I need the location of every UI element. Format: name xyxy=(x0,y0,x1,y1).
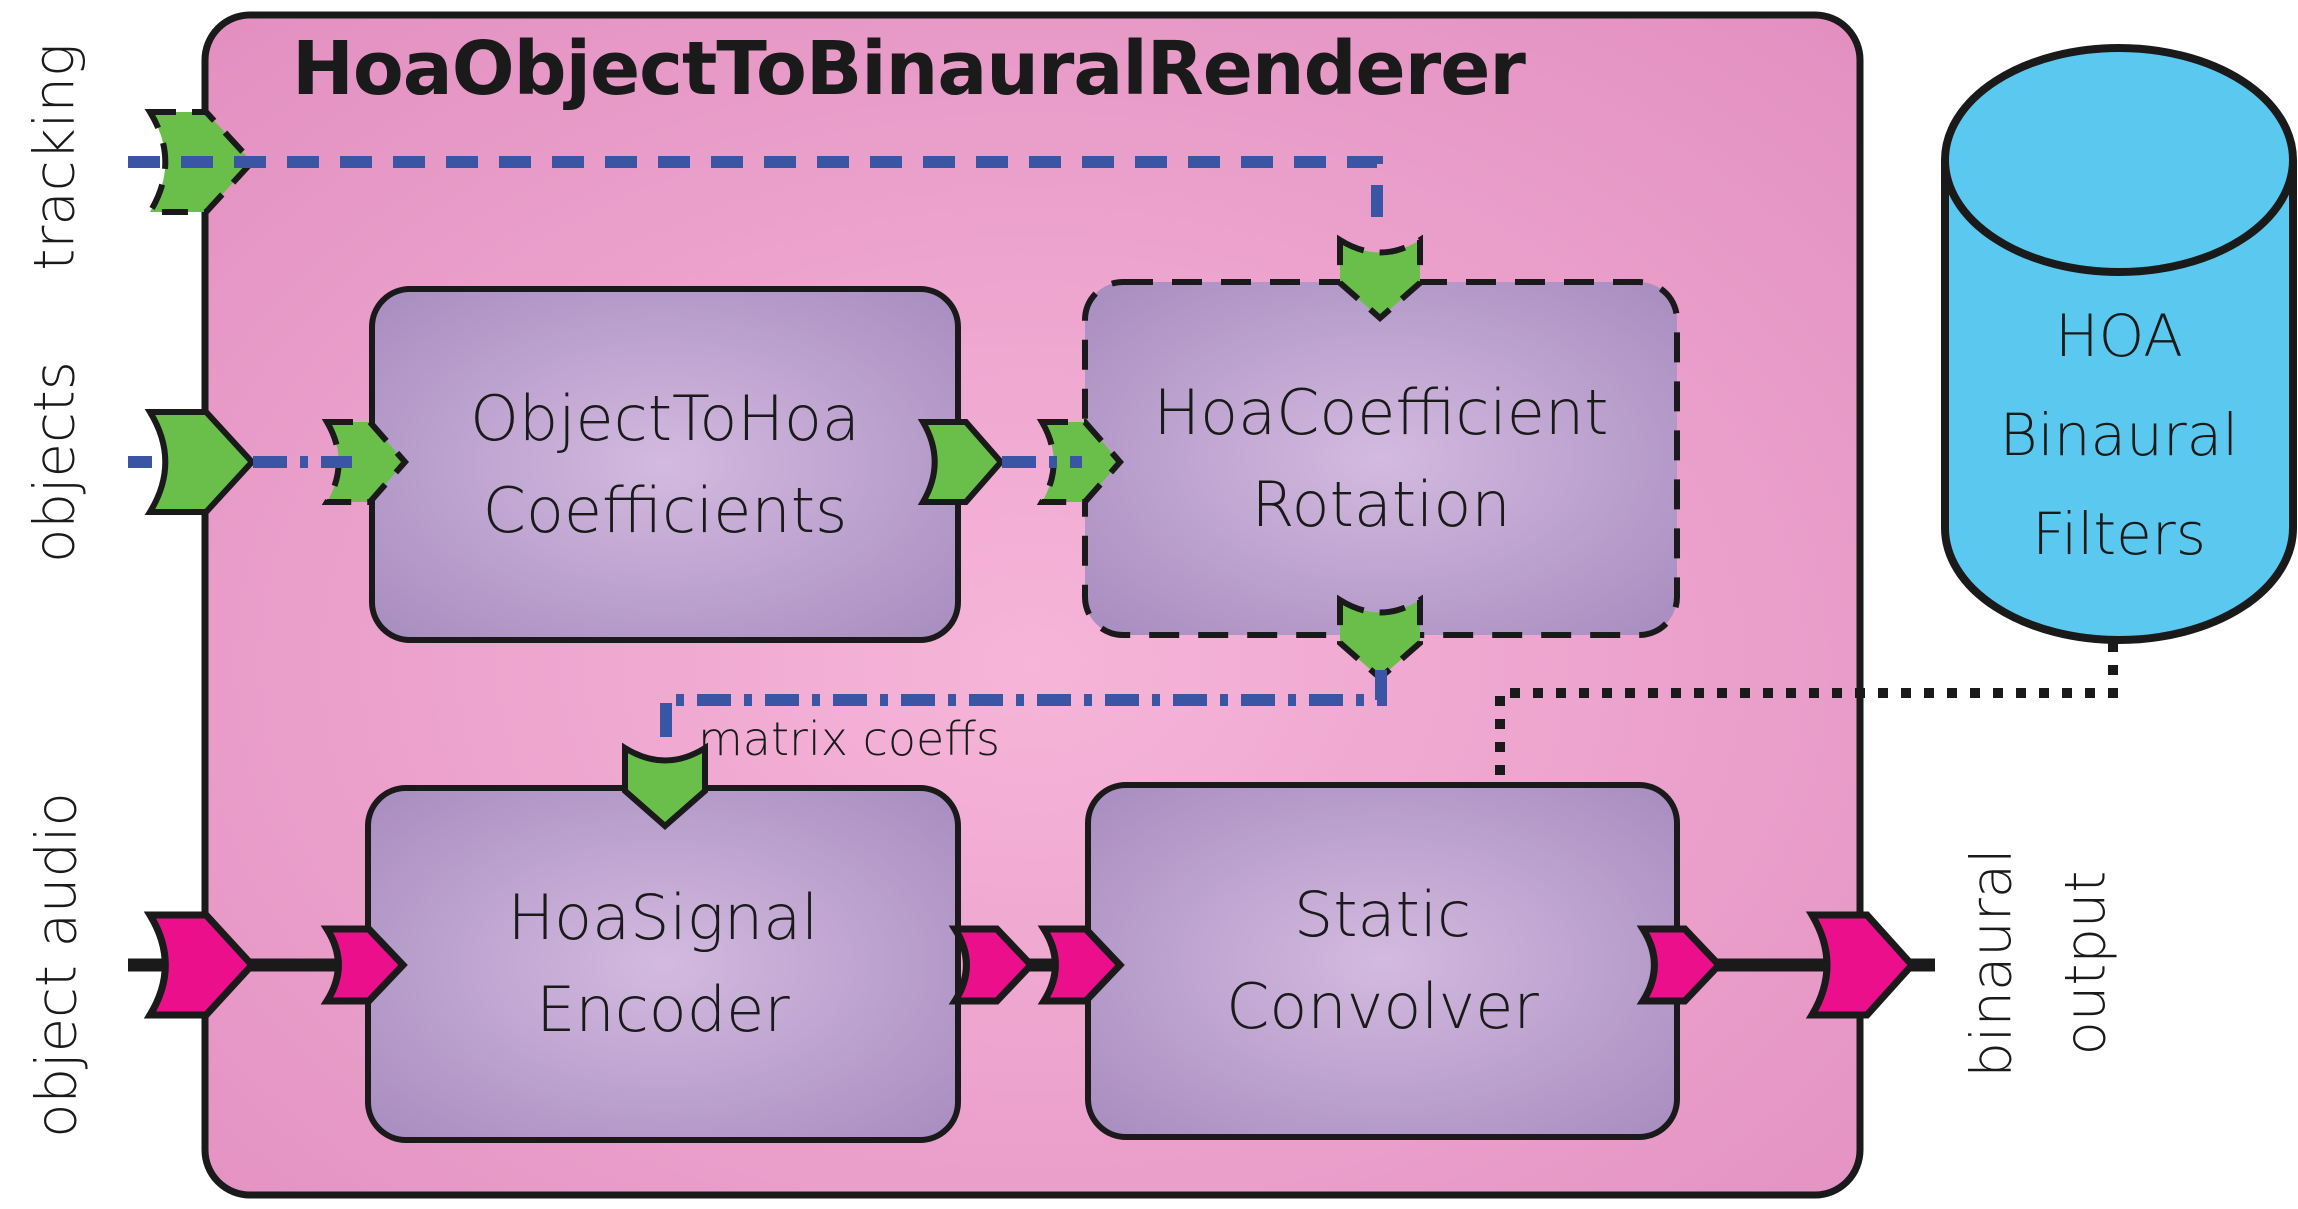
coefficients-input-arrow-icon xyxy=(327,422,405,502)
cylinder-top xyxy=(1941,44,2297,276)
encoder-output-arrow-icon xyxy=(955,929,1031,1001)
convolver-output-arrow-icon xyxy=(1643,929,1719,1001)
rotation-bottom-arrow-icon xyxy=(1340,600,1420,678)
coefficients-output-arrow-icon xyxy=(923,422,1001,502)
tracking-line xyxy=(128,156,1383,232)
audio-input-arrow-icon xyxy=(150,915,252,1015)
cylinder-body xyxy=(1941,160,2297,644)
control-lines xyxy=(128,156,1387,750)
encoder-top-arrow-icon xyxy=(625,748,705,826)
convolver-input-arrow-icon xyxy=(1044,929,1120,1001)
hoa-signal-encoder-box xyxy=(365,785,961,1143)
encoder-input-arrow-icon xyxy=(327,929,403,1001)
audio-arrows xyxy=(150,915,1912,1015)
audio-output-arrow-icon xyxy=(1812,915,1912,1015)
static-convolver-box xyxy=(1085,782,1680,1140)
matrix-coeffs-line xyxy=(660,670,1387,750)
hoa-coefficient-rotation-box xyxy=(1082,279,1680,638)
rotation-top-arrow-icon xyxy=(1340,240,1420,318)
filters-to-convolver-line xyxy=(1495,642,2118,785)
object-to-hoa-coefficients-box xyxy=(369,286,961,643)
hoa-binaural-filters-database-icon xyxy=(1941,44,2297,644)
objects-input-arrow-icon xyxy=(150,412,252,512)
